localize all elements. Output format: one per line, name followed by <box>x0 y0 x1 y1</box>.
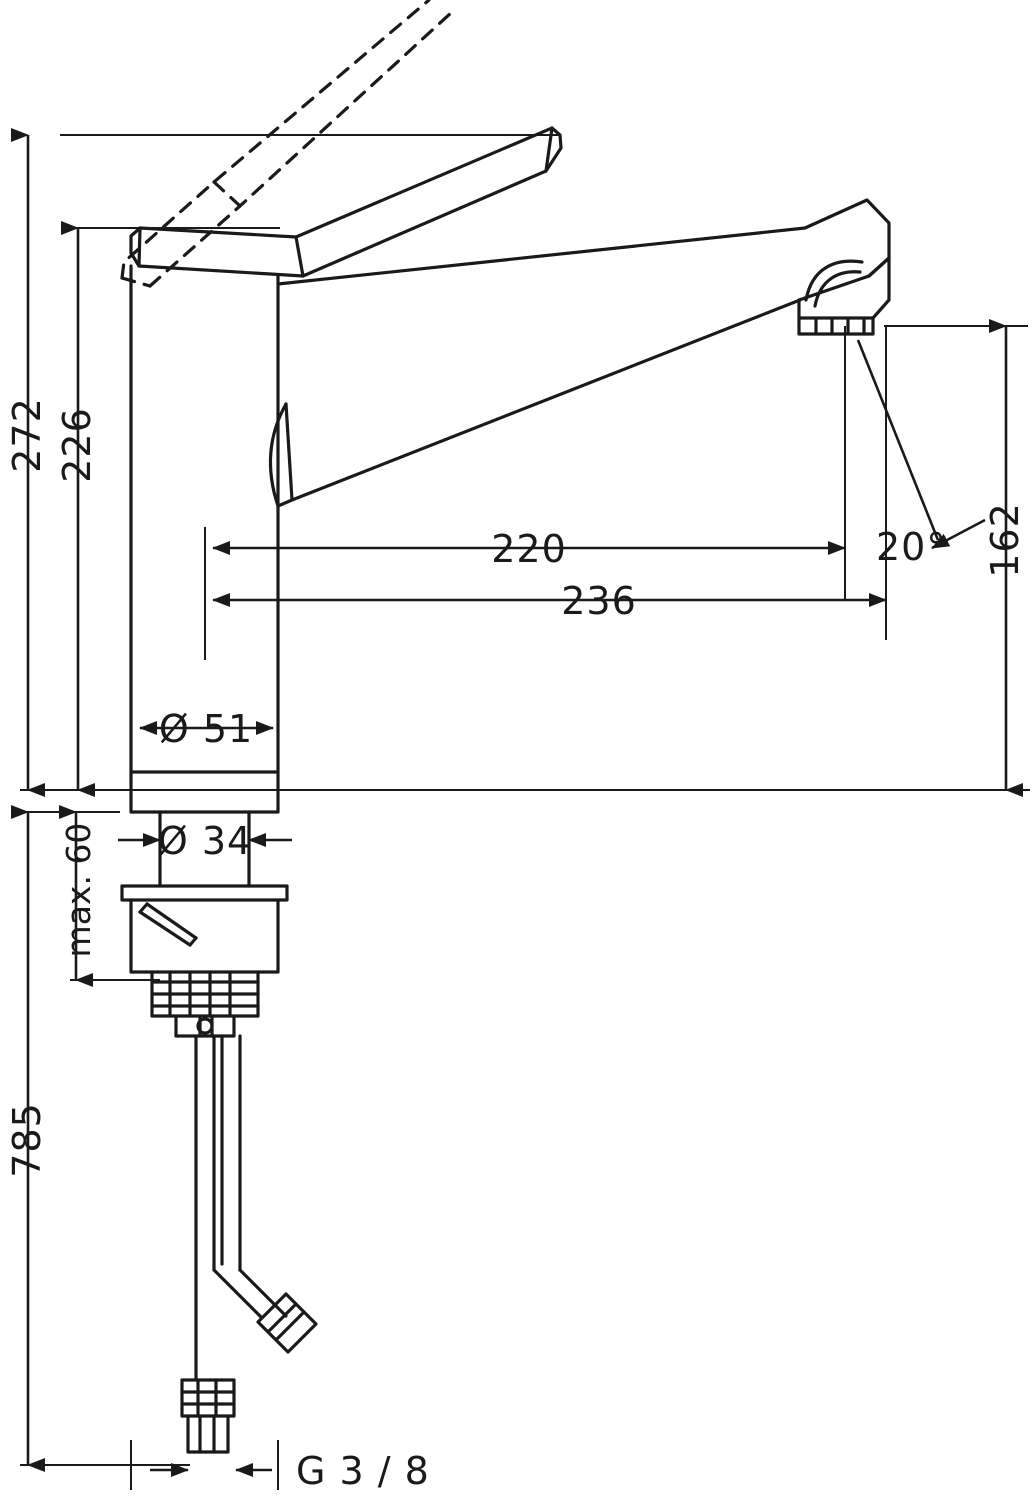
dim-reach-inner: 220 <box>491 527 567 571</box>
dimension-labels: 272 226 162 785 max. 60 220 236 Ø 51 Ø 3… <box>5 397 1027 1493</box>
dim-max-thickness: max. 60 <box>59 823 98 958</box>
dim-spout-height: 226 <box>55 407 99 483</box>
dim-outlet-height: 162 <box>983 502 1027 578</box>
dim-shank-diameter: Ø 34 <box>158 819 252 863</box>
dim-thread: G 3 / 8 <box>296 1449 430 1493</box>
dim-angle: 20° <box>876 525 946 569</box>
dim-total-height: 272 <box>5 397 49 473</box>
dim-hose-length: 785 <box>5 1102 49 1178</box>
dim-body-diameter: Ø 51 <box>159 707 253 751</box>
dim-reach-outer: 236 <box>561 579 637 623</box>
dimension-lines <box>11 128 1030 1490</box>
faucet-outline <box>120 0 891 1454</box>
